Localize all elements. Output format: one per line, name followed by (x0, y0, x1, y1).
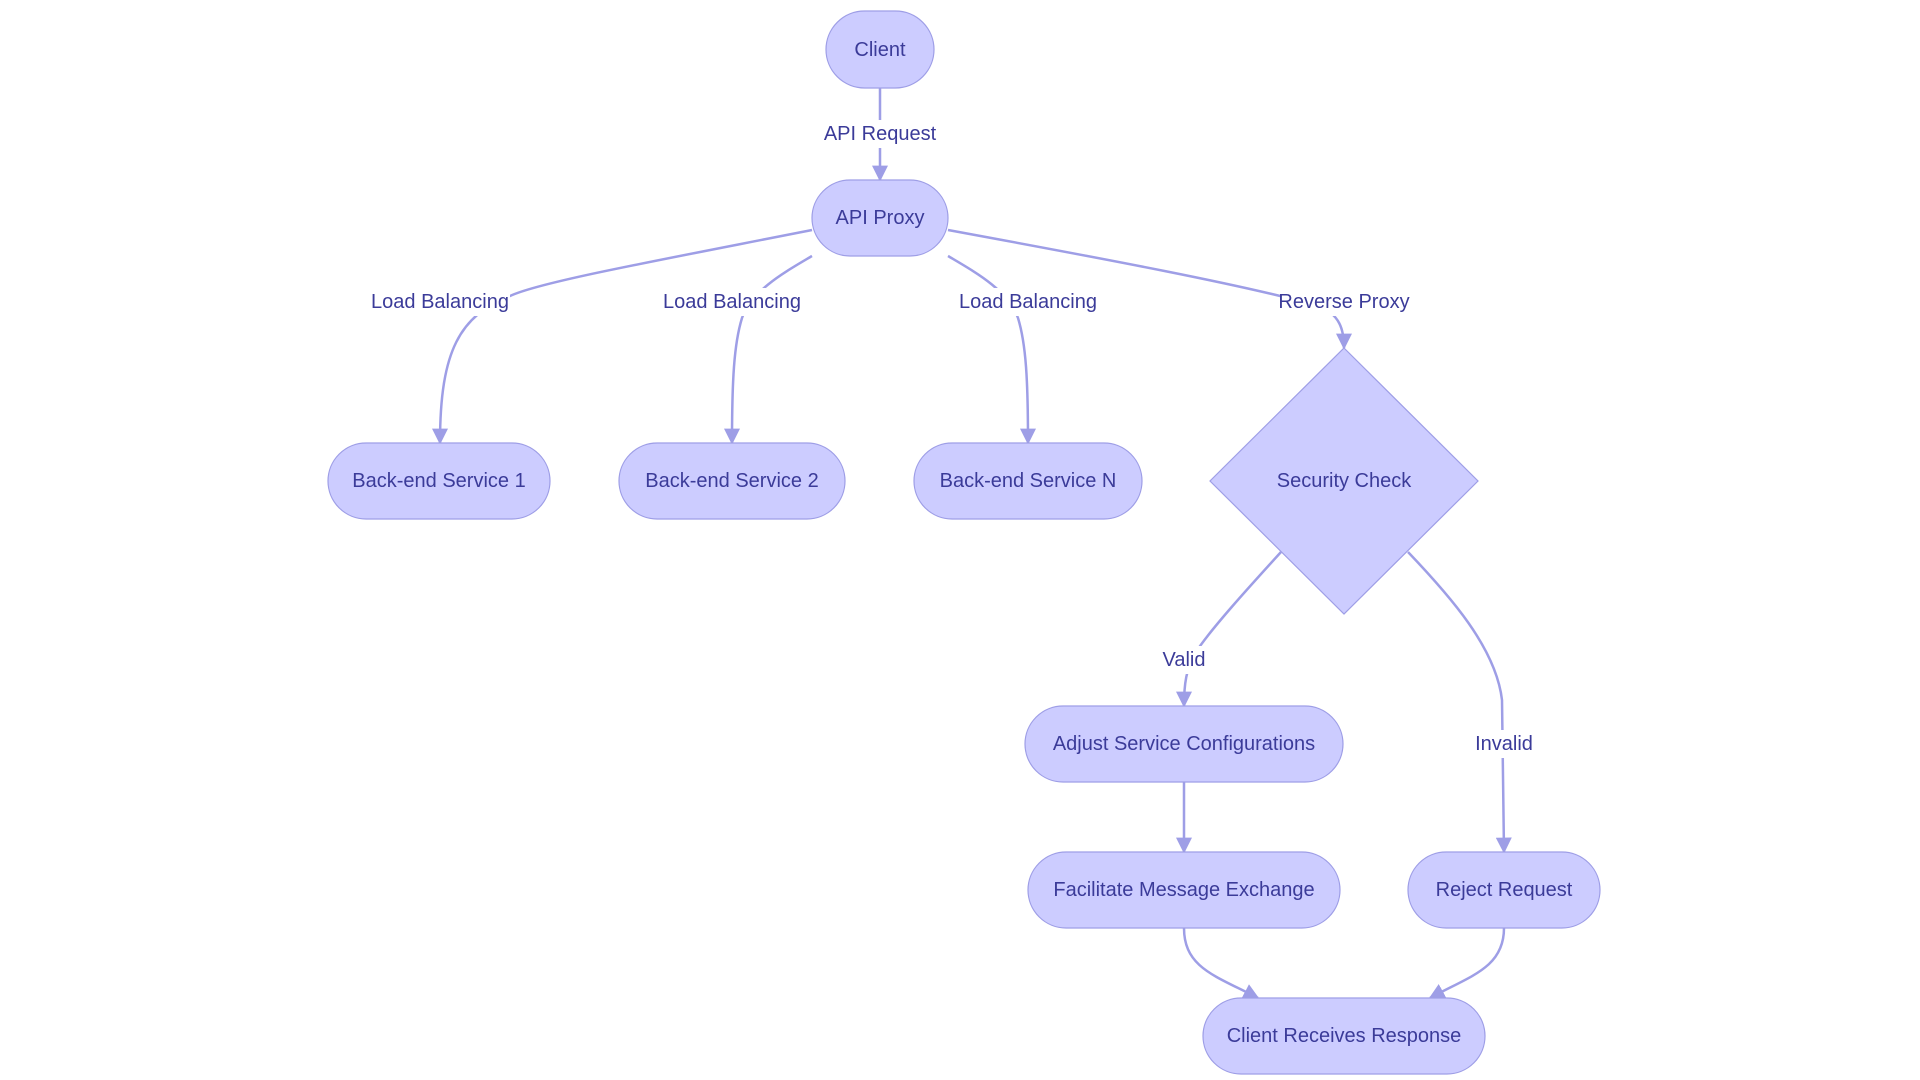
edge-label-invalid: Invalid (1474, 730, 1534, 758)
node-backend-service-1[interactable]: Back-end Service 1 (327, 442, 551, 520)
edge-label-load-balancing-2-text: Load Balancing (663, 291, 801, 313)
node-backend-service-n-label: Back-end Service N (940, 470, 1117, 492)
edge-label-valid: Valid (1160, 646, 1208, 674)
edge-proxy-to-backend-1 (432, 228, 813, 445)
node-client-receives-response[interactable]: Client Receives Response (1202, 997, 1486, 1075)
edge-label-load-balancing-n: Load Balancing (958, 288, 1098, 316)
edge-label-reverse-proxy-text: Reverse Proxy (1278, 291, 1409, 313)
edge-label-load-balancing-2: Load Balancing (662, 288, 802, 316)
edge-label-api-request-text: API Request (824, 123, 937, 145)
node-security-check[interactable]: Security Check (1209, 347, 1479, 615)
node-facilitate-message-exchange[interactable]: Facilitate Message Exchange (1027, 851, 1341, 929)
edge-reject-to-response (1428, 927, 1506, 1000)
edge-proxy-to-backend-2 (724, 254, 813, 445)
edge-label-load-balancing-n-text: Load Balancing (959, 291, 1097, 313)
edge-facilitate-to-response (1182, 927, 1260, 1000)
edge-label-load-balancing-1-text: Load Balancing (371, 291, 509, 313)
node-backend-service-1-label: Back-end Service 1 (352, 470, 525, 492)
node-api-proxy-label: API Proxy (836, 207, 925, 229)
nodes-layer: Client API Proxy Back-end Service 1 Back… (327, 10, 1601, 1075)
node-client-label: Client (854, 39, 906, 61)
node-reject-request[interactable]: Reject Request (1407, 851, 1601, 929)
node-client-receives-response-label: Client Receives Response (1227, 1025, 1462, 1047)
node-client[interactable]: Client (825, 10, 935, 89)
edge-label-invalid-text: Invalid (1475, 733, 1533, 755)
node-security-check-label: Security Check (1277, 470, 1412, 492)
edge-labels-layer: API Request Load Balancing Load Balancin… (370, 120, 1534, 758)
node-backend-service-2[interactable]: Back-end Service 2 (618, 442, 846, 520)
node-facilitate-message-exchange-label: Facilitate Message Exchange (1053, 879, 1314, 901)
edge-proxy-to-backend-n (947, 254, 1036, 445)
edge-label-api-request: API Request (824, 120, 937, 148)
node-reject-request-label: Reject Request (1436, 879, 1573, 901)
node-backend-service-2-label: Back-end Service 2 (645, 470, 818, 492)
edge-label-valid-text: Valid (1163, 649, 1206, 671)
edge-label-reverse-proxy: Reverse Proxy (1278, 288, 1410, 316)
edge-label-load-balancing-1: Load Balancing (370, 288, 510, 316)
edge-security-to-adjust (1176, 551, 1282, 708)
edge-proxy-to-security (947, 228, 1352, 350)
node-api-proxy[interactable]: API Proxy (811, 179, 949, 257)
node-backend-service-n[interactable]: Back-end Service N (913, 442, 1143, 520)
node-adjust-service-configurations[interactable]: Adjust Service Configurations (1024, 705, 1344, 783)
node-adjust-service-configurations-label: Adjust Service Configurations (1053, 733, 1315, 755)
edge-security-to-reject (1407, 551, 1512, 854)
